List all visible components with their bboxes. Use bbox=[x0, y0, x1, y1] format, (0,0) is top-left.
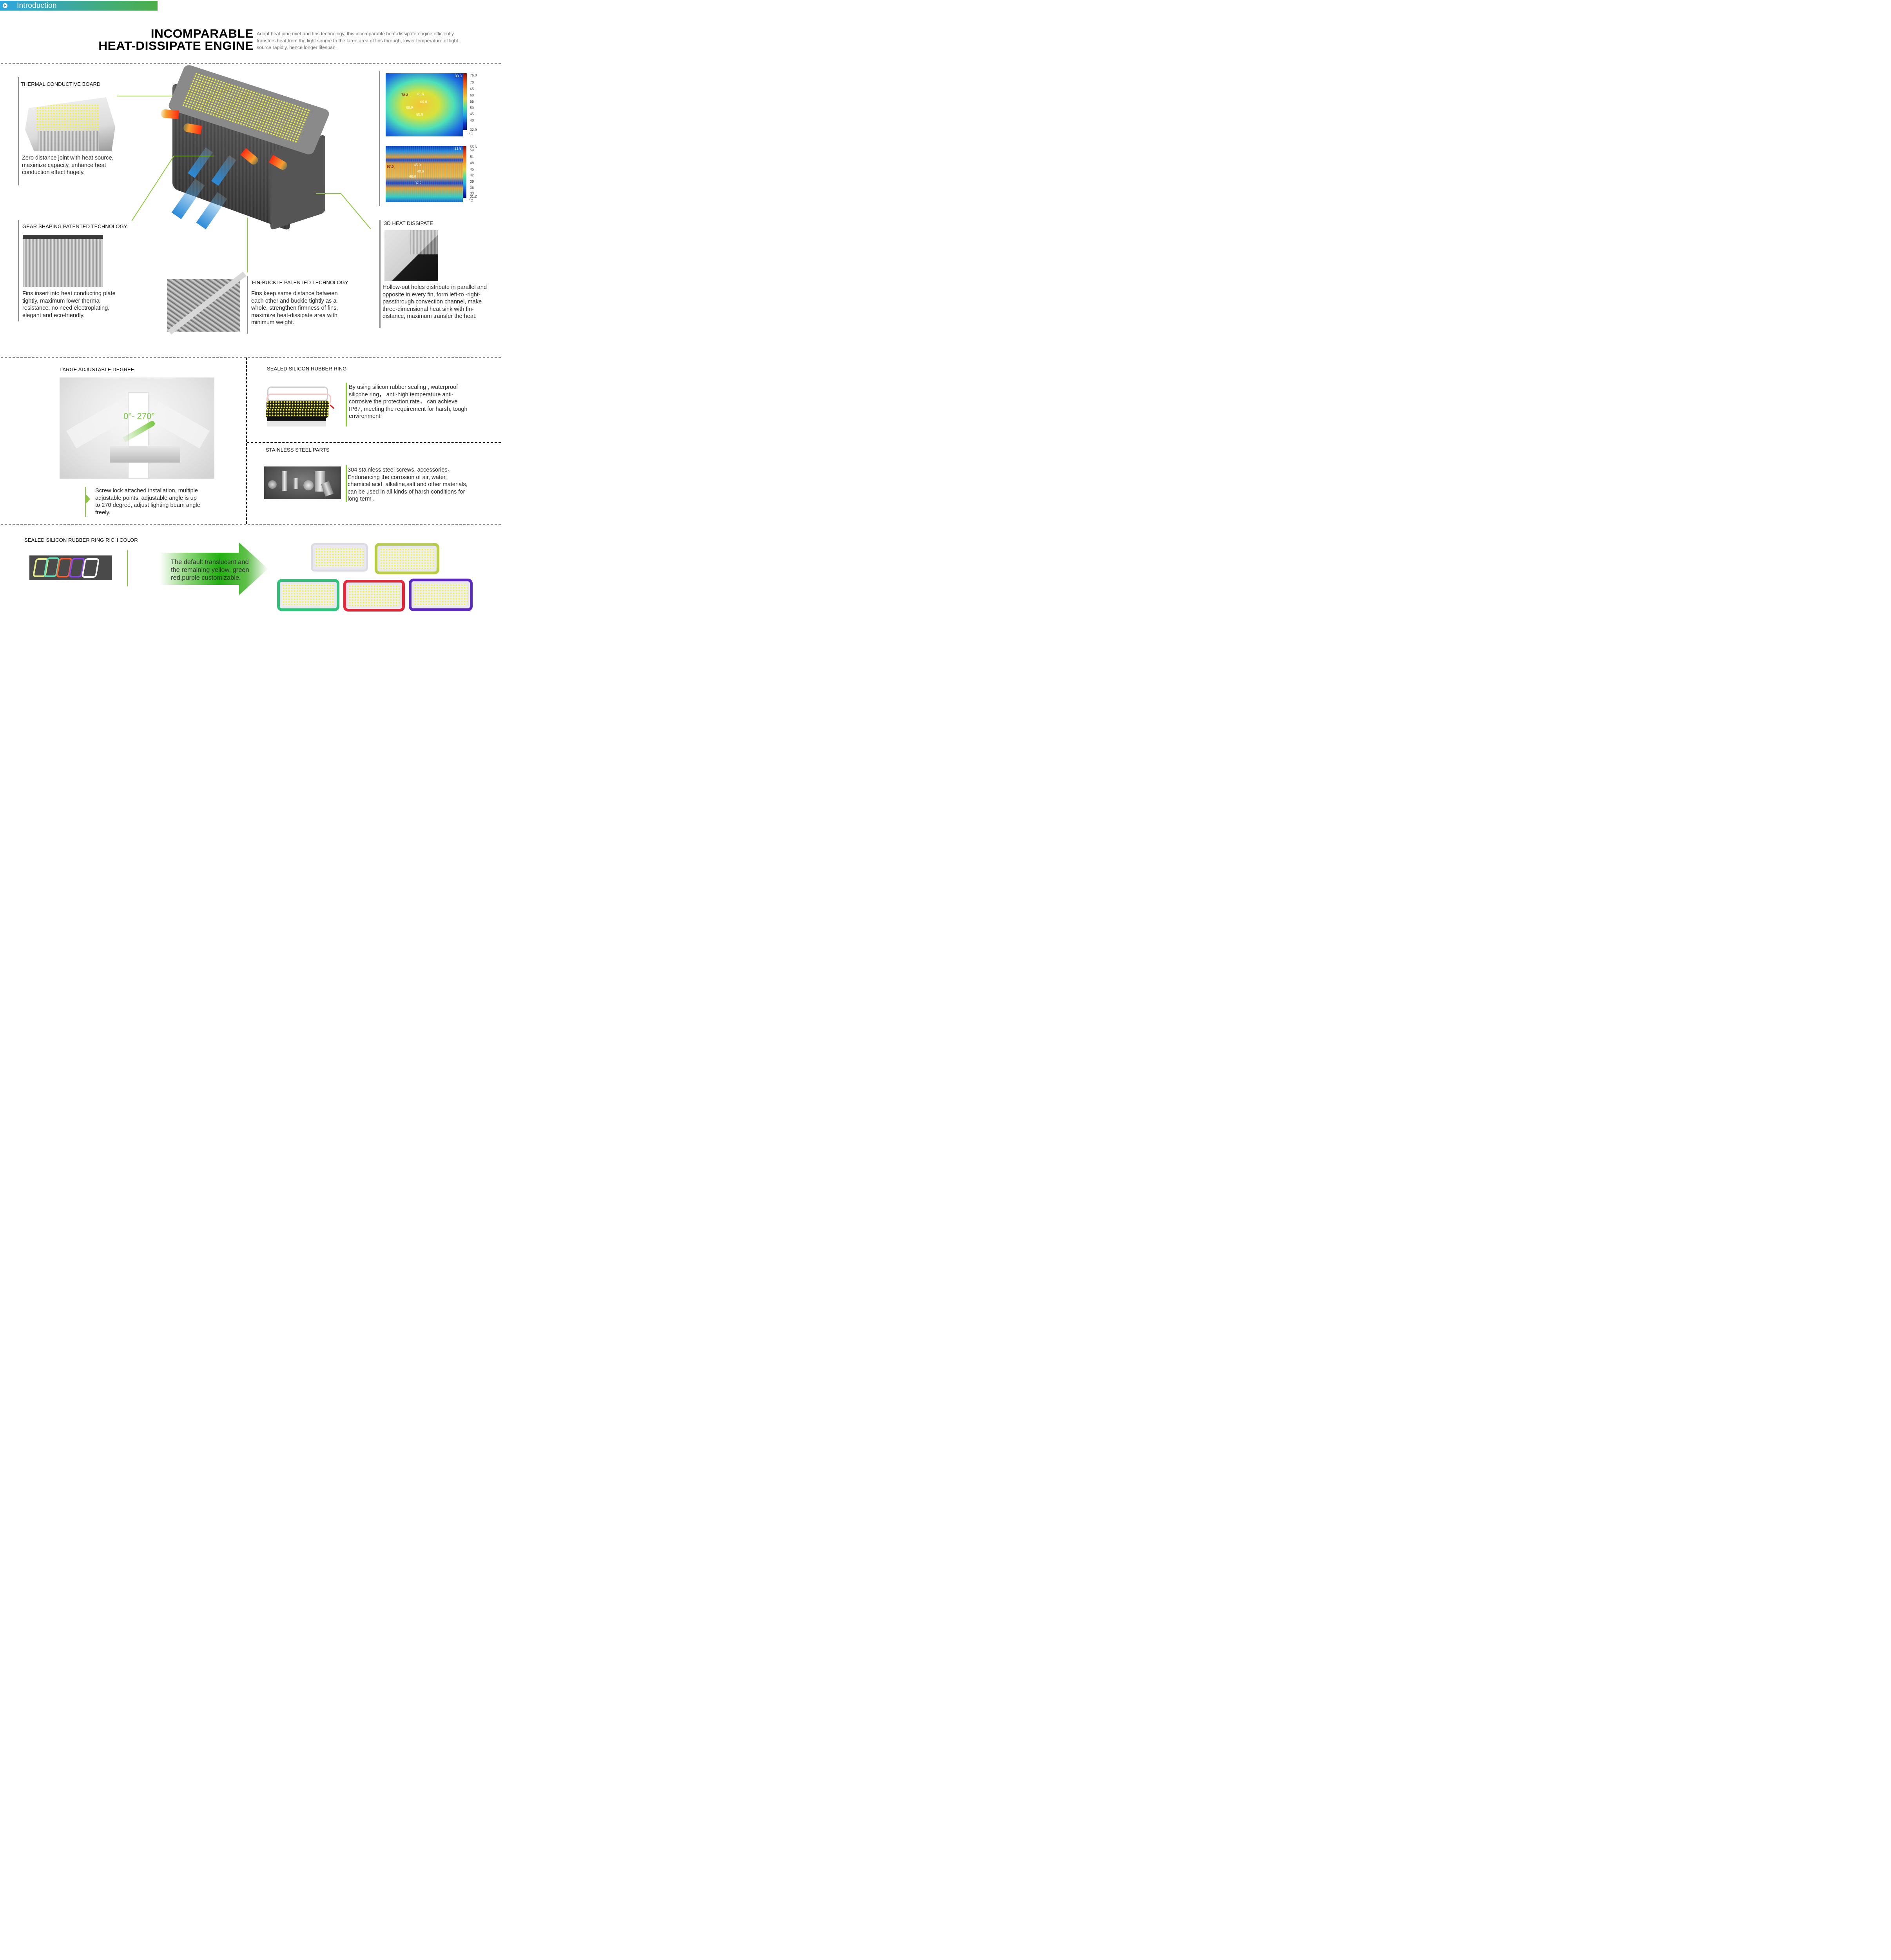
feature-bar bbox=[18, 220, 19, 321]
feature-bar-green bbox=[127, 550, 128, 586]
thermal-color-scale bbox=[463, 73, 467, 130]
connector-line bbox=[131, 156, 174, 221]
feature-bar bbox=[18, 77, 19, 185]
thermal-image-fins: 31.5 57.0 45.9 48.6 48.0 37.2 bbox=[386, 146, 463, 202]
thermal-corner-value: 33.3 bbox=[455, 74, 462, 78]
feature-text-3d-heat: Hollow-out holes distribute in parallel … bbox=[383, 284, 487, 320]
fin-buckle-photo bbox=[167, 271, 247, 334]
connector-line bbox=[340, 192, 371, 229]
feature-label-thermal-board: THERMAL CONDUCTIVE BOARD bbox=[21, 81, 101, 87]
thermal-color-scale bbox=[463, 146, 466, 198]
angle-range-overlay: 0°- 270° bbox=[123, 411, 155, 421]
feature-text-adjustable: Screw lock attached installation, multip… bbox=[95, 488, 200, 516]
thermal-point: 57.0 bbox=[387, 165, 394, 169]
hero-title: INCOMPARABLE HEAT-DISSIPATE ENGINE bbox=[99, 27, 254, 52]
thermal-image-board: 33.3 78.3 61.6 60.8 68.9 60.9 bbox=[386, 73, 463, 136]
divider-middle bbox=[1, 357, 501, 358]
hero-title-line2: HEAT-DISSIPATE ENGINE bbox=[98, 39, 254, 53]
ring-translucent bbox=[81, 558, 100, 578]
feature-bar-green bbox=[346, 383, 347, 426]
thermal-point: 61.6 bbox=[417, 92, 424, 96]
chevron-circle-right-icon bbox=[3, 3, 7, 8]
thermal-point: 78.3 bbox=[401, 93, 408, 97]
feature-bar bbox=[379, 220, 381, 328]
rich-color-arrow-text: The default translucent and the remainin… bbox=[171, 559, 249, 581]
thermal-scale-labels: 76.0 70 65 60 55 50 45 40 32.9 °C bbox=[469, 73, 477, 136]
thermal-point: 68.9 bbox=[406, 105, 413, 109]
fixture-red bbox=[343, 580, 405, 612]
hero-description: Adopt heat pine rivet and fins technolog… bbox=[257, 31, 458, 50]
feature-text-thermal-board: Zero distance joint with heat source, ma… bbox=[22, 155, 114, 176]
thermal-corner-value: 31.5 bbox=[454, 147, 461, 151]
fixture-green bbox=[277, 579, 339, 611]
pointer-triangle-icon bbox=[86, 495, 90, 503]
divider-vertical bbox=[246, 358, 247, 524]
colored-rings-photo bbox=[29, 555, 112, 580]
feature-bar bbox=[379, 71, 380, 206]
thermal-board-photo bbox=[25, 97, 115, 151]
feature-label-adjustable: LARGE ADJUSTABLE DEGREE bbox=[60, 367, 134, 372]
fixture-yellow bbox=[375, 543, 439, 574]
3d-heat-photo bbox=[384, 230, 438, 281]
thermal-point: 60.8 bbox=[420, 100, 427, 104]
section-title: Introduction bbox=[17, 1, 57, 10]
thermal-point: 45.9 bbox=[414, 163, 421, 167]
thermal-point: 48.6 bbox=[417, 169, 424, 173]
rubber-ring-exploded-photo bbox=[263, 383, 335, 427]
feature-bar-green bbox=[85, 487, 86, 517]
feature-text-rubber-ring: By using silicon rubber sealing , waterp… bbox=[349, 384, 468, 420]
feature-label-fin-buckle: FIN-BUCKLE PATENTED TECHNOLOGY bbox=[252, 279, 348, 285]
feature-text-gear-shaping: Fins insert into heat conducting plate t… bbox=[22, 290, 116, 319]
adjustable-bracket-photo: 0°- 270° bbox=[60, 377, 214, 479]
divider-right-split bbox=[247, 442, 501, 443]
feature-text-fin-buckle: Fins keep same distance between each oth… bbox=[251, 290, 338, 326]
feature-label-rubber-ring: SEALED SILICON RUBBER RING bbox=[267, 366, 347, 372]
feature-bar bbox=[247, 276, 248, 334]
gear-shaping-photo bbox=[23, 235, 103, 287]
stainless-screws-photo bbox=[264, 466, 341, 499]
thermal-point: 48.0 bbox=[409, 174, 416, 178]
red-arrow-icon bbox=[329, 404, 335, 409]
gradient-arrow-icon bbox=[160, 543, 268, 595]
thermal-point: 37.2 bbox=[415, 181, 422, 185]
heatsink-exploded-illustration bbox=[160, 64, 331, 237]
feature-bar-green bbox=[346, 465, 347, 502]
thermal-point: 60.9 bbox=[416, 113, 423, 116]
fixture-purple bbox=[409, 579, 473, 611]
connector-line bbox=[247, 218, 248, 272]
feature-label-3d-heat: 3D HEAT DISSIPATE bbox=[384, 220, 433, 226]
feature-label-gear-shaping: GEAR SHAPING PATENTED TECHNOLOGY bbox=[22, 223, 127, 229]
feature-label-stainless: STAINLESS STEEL PARTS bbox=[266, 447, 330, 453]
fixture-translucent bbox=[311, 543, 368, 572]
section-header-bar: Introduction bbox=[0, 1, 158, 11]
hot-air-arrow-icon bbox=[160, 109, 179, 119]
thermal-scale-labels: 55.6 54 51 48 45 42 39 36 33 31.2 °C bbox=[469, 145, 477, 202]
hero-title-line1: INCOMPARABLE bbox=[150, 27, 254, 40]
connector-line bbox=[316, 193, 341, 194]
feature-label-rich-color: SEALED SILICON RUBBER RING RICH COLOR bbox=[24, 537, 138, 543]
feature-text-stainless: 304 stainless steel screws, accessories，… bbox=[348, 467, 468, 503]
